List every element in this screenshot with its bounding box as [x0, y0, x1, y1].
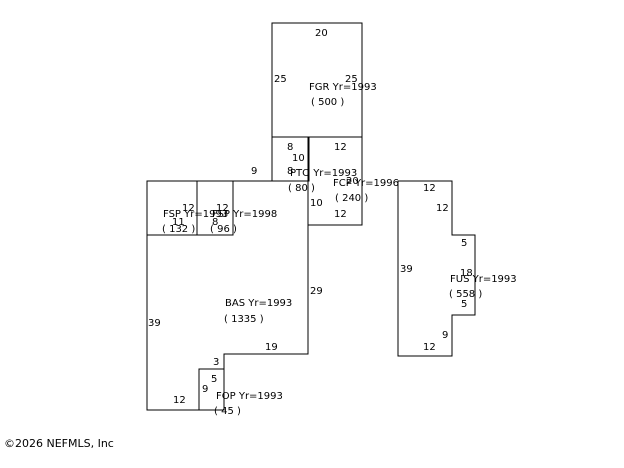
bas-label: BAS Yr=1993	[225, 298, 292, 309]
fop-outline	[198, 368, 225, 411]
bas-dim-bottom-right: 19	[265, 342, 278, 353]
bas-area: ( 1335 )	[224, 314, 264, 325]
pto-dim-bottom: 8	[287, 166, 293, 177]
fus-dim-step-top: 5	[461, 238, 467, 249]
fgr-dim-top: 20	[315, 28, 328, 39]
fus-area: ( 558 )	[449, 289, 482, 300]
fus-dim-lower-right: 9	[442, 330, 448, 341]
fop-dim-side: 9	[202, 384, 208, 395]
pto-label: PTO Yr=1993	[290, 168, 357, 179]
fsp2-outline	[196, 180, 234, 236]
fgr-dim-left: 25	[274, 74, 287, 85]
fcp-area: ( 240 )	[335, 193, 368, 204]
fsp-area: ( 132 )	[162, 224, 195, 235]
fgr-label: FGR Yr=1993	[309, 82, 377, 93]
fsp2-area: ( 96 )	[210, 224, 237, 235]
fop-label: FOP Yr=1993	[216, 391, 283, 402]
fus-dim-step-bottom: 5	[461, 299, 467, 310]
bas-dim-bottom: 12	[173, 395, 186, 406]
fsp2-label: FSP Yr=1998	[212, 209, 277, 220]
fsp2-dim-top: 12	[216, 203, 229, 214]
fus-dim-upper-right: 12	[436, 203, 449, 214]
fsp-dim-top: 12	[182, 203, 195, 214]
fop-area: ( 45 )	[214, 406, 241, 417]
fsp-label: FSP Yr=1993	[163, 209, 228, 220]
bas-dim-right: 29	[310, 286, 323, 297]
fus-label: FUS Yr=1993	[450, 274, 517, 285]
fgr-dim-right: 25	[345, 74, 358, 85]
bas-dim-top: 9	[251, 166, 257, 177]
fsp-dim-side: 11	[172, 217, 185, 228]
fcp-label: FCP Yr=1996	[333, 178, 399, 189]
fcp-dim-bottom: 12	[334, 209, 347, 220]
pto-dim-top: 8	[287, 142, 293, 153]
copyright-notice: ©2026 NEFMLS, Inc	[4, 437, 114, 450]
fus-dim-bottom: 12	[423, 342, 436, 353]
fus-dim-left: 39	[400, 264, 413, 275]
pto-area: ( 80 )	[288, 183, 315, 194]
bas-dim-left: 39	[148, 318, 161, 329]
fsp2-dim-side: 8	[212, 217, 218, 228]
fop-dim-top: 5	[211, 374, 217, 385]
fcp-dim-right: 20	[346, 176, 359, 187]
fus-outline	[397, 180, 476, 357]
fus-dim-top: 12	[423, 183, 436, 194]
fcp-dim-top: 12	[334, 142, 347, 153]
bas-dim-notch: 3	[213, 357, 219, 368]
fcp-dim-left: 10	[310, 198, 323, 209]
fgr-area: ( 500 )	[311, 97, 344, 108]
pto-dim-side: 10	[292, 153, 305, 164]
fus-dim-right: 18	[460, 268, 473, 279]
